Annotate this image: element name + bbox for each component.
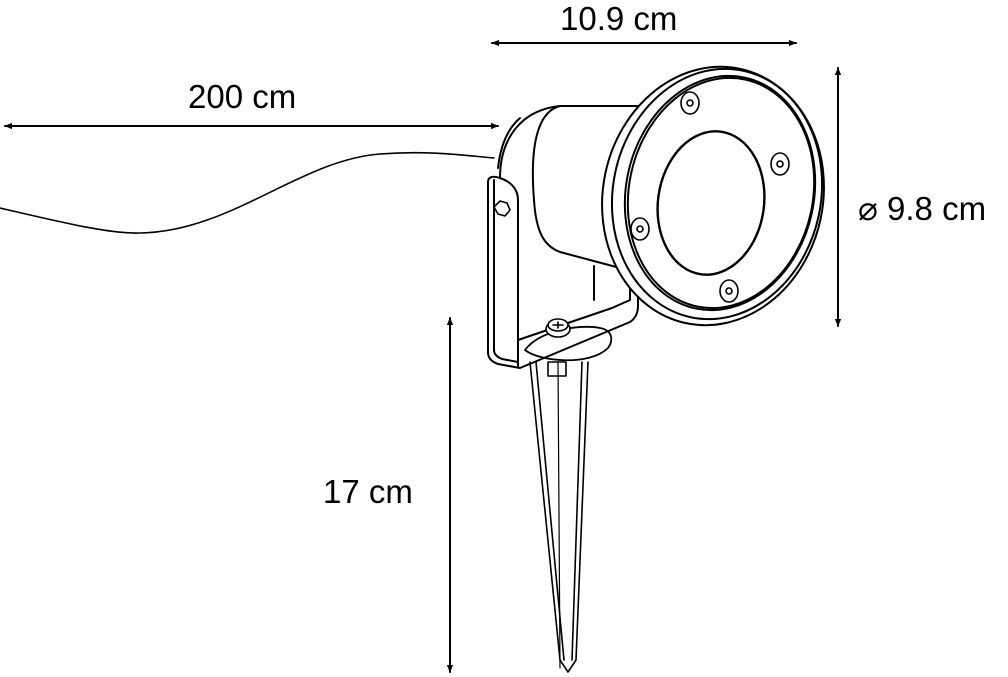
lens	[656, 130, 766, 276]
face-screw-icon	[719, 279, 739, 303]
power-cable	[0, 151, 495, 234]
hex-bolt-icon	[493, 200, 511, 217]
bracket-screw-icon	[545, 318, 571, 338]
lamp-front-face	[601, 65, 825, 327]
lamp-housing	[497, 105, 641, 301]
face-screw-icon	[630, 217, 650, 241]
face-screw-icon	[770, 152, 790, 176]
housing-width-label: 10.9 cm	[560, 0, 678, 37]
spike-length-label: 17 cm	[323, 473, 413, 510]
ground-spike	[529, 361, 589, 673]
face-screws	[630, 91, 790, 303]
face-diameter-label: ⌀ 9.8 cm	[858, 190, 987, 227]
cable-length-label: 200 cm	[188, 78, 297, 115]
face-screw-icon	[680, 91, 700, 115]
